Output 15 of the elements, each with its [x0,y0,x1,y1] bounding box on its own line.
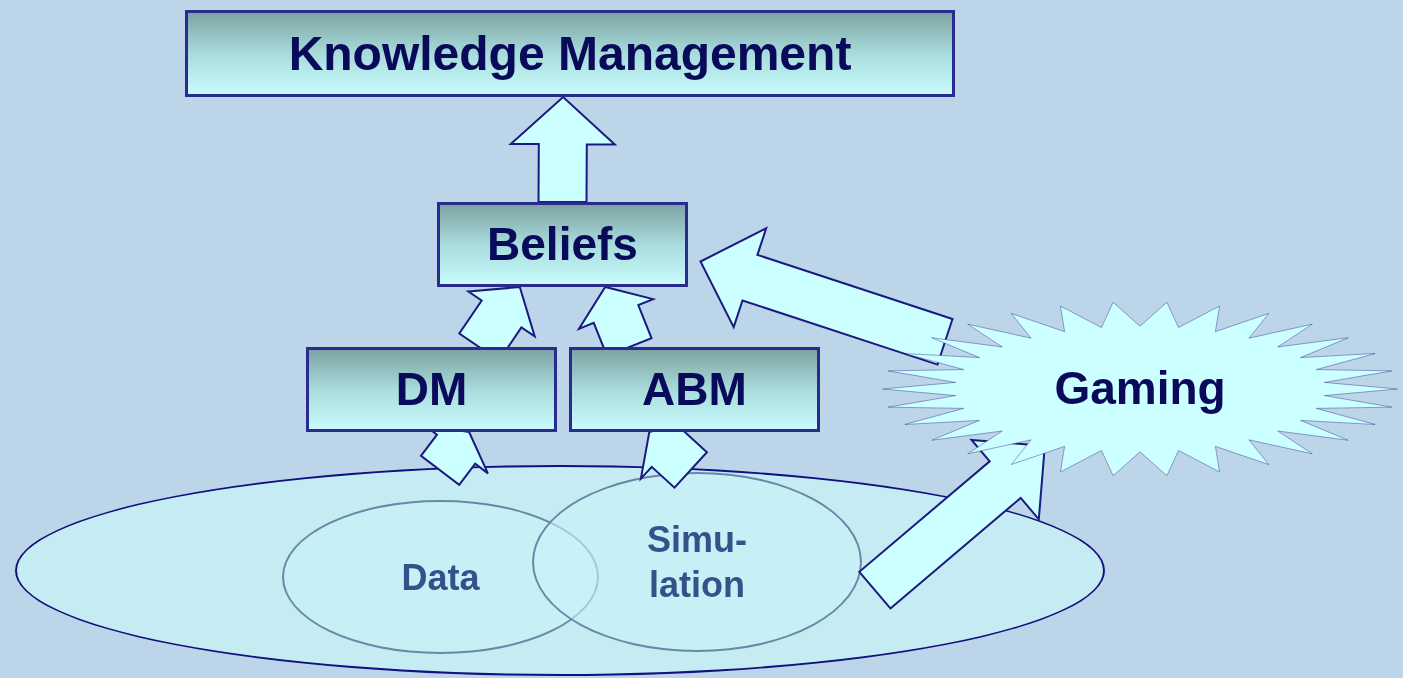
process-box [306,347,557,432]
node-label: DM [395,361,468,417]
block-arrow [699,226,954,366]
node-label: ABM [642,361,747,417]
process-box [185,10,955,97]
node-label: Beliefs [487,216,638,272]
process-box [569,347,820,432]
block-arrow [857,438,1046,610]
node-label: Knowledge Management [288,25,852,82]
process-box [437,202,688,287]
node-label: Gaming [1054,361,1226,417]
node-label: Simu- lation [646,518,748,607]
node-label: Data [401,555,480,600]
block-arrow [508,95,618,204]
starburst [880,300,1400,478]
